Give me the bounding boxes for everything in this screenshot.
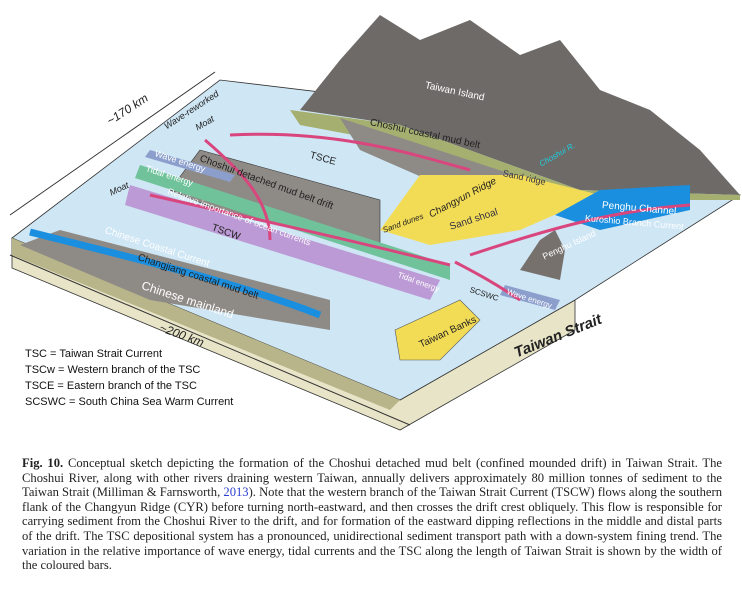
tsc-e-arrow	[229, 132, 471, 172]
legend: TSC = Taiwan Strait Current TSCw = Weste…	[25, 346, 233, 410]
current-arrows	[149, 132, 691, 302]
tidal-energy-bar	[135, 165, 450, 280]
legend-item: SCSWC = South China Sea Warm Current	[25, 396, 234, 408]
tsc-cross-arrow	[204, 138, 272, 241]
figure-caption: Fig. 10. Conceptual sketch depicting the…	[22, 456, 722, 573]
penghu-island	[520, 230, 565, 280]
tsc-w-arrow	[149, 193, 451, 267]
legend-item: TSCw = Western branch of the TSC	[25, 364, 201, 376]
block-diagram: ~170 km ~200 km Wave-reworked Moat Moat …	[9, 15, 741, 431]
figure-label: Fig. 10.	[22, 456, 64, 470]
scswc-arrow	[454, 260, 521, 302]
changyun-ridge-sand	[380, 175, 600, 245]
penghu-channel	[555, 185, 690, 230]
dim-line-170	[9, 71, 216, 216]
changjiang-mud-belt	[20, 230, 330, 330]
legend-item: TSC = Taiwan Strait Current	[25, 348, 163, 360]
legend-item: TSCE = Eastern branch of the TSC	[25, 380, 197, 392]
wave-energy-bar-west	[145, 150, 235, 182]
kuroshio-arrow	[469, 203, 691, 257]
chinese-coastal-current	[29, 228, 322, 319]
taiwan-banks	[394, 299, 481, 361]
taiwan-island-mountains	[300, 15, 740, 195]
dim-line-200	[9, 254, 411, 426]
reference-link[interactable]: 2013	[223, 485, 249, 500]
wave-energy-bar-east	[500, 285, 560, 310]
ocean-currents-bar	[125, 185, 440, 300]
choshui-coastal-mud-belt	[340, 118, 560, 190]
caption-text-1: Conceptual sketch depicting the formatio…	[22, 456, 722, 500]
diagram-graphic	[9, 15, 741, 431]
taiwan-coastal-plain	[290, 110, 740, 200]
caption-text-2: ). Note that the western branch of the T…	[22, 485, 722, 573]
